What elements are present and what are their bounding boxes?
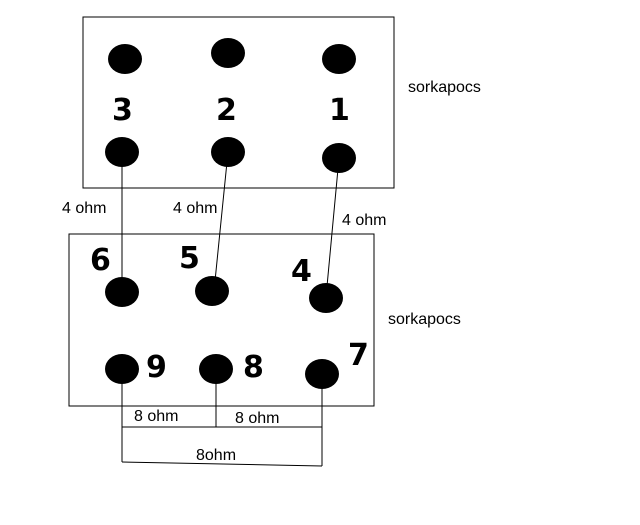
resistor-label-9-7: 8ohm xyxy=(196,447,236,464)
resistor-label-8-7: 8 ohm xyxy=(235,410,279,427)
terminal-3-upper xyxy=(108,44,142,74)
terminal-1-lower xyxy=(322,143,356,173)
terminal-3-lower xyxy=(105,137,139,167)
terminal-6 xyxy=(105,277,139,307)
terminal-number-7: 7 xyxy=(348,338,369,373)
resistor-label-1-4: 4 ohm xyxy=(342,212,386,229)
terminal-number-1: 1 xyxy=(329,93,350,128)
terminal-2-lower xyxy=(211,137,245,167)
resistor-label-3-6: 4 ohm xyxy=(62,200,106,217)
terminal-7 xyxy=(305,359,339,389)
terminal-2-upper xyxy=(211,38,245,68)
terminal-number-6: 6 xyxy=(90,243,111,278)
bottom-terminal-block xyxy=(68,233,375,407)
terminal-number-4: 4 xyxy=(291,254,312,289)
wire-9-to-7 xyxy=(121,461,323,467)
top-terminal-block xyxy=(82,16,395,189)
terminal-number-2: 2 xyxy=(216,93,237,128)
terminal-5 xyxy=(195,276,229,306)
bottom-block-label: sorkapocs xyxy=(388,311,461,328)
wire-2-to-5 xyxy=(213,151,229,292)
terminal-9 xyxy=(105,354,139,384)
terminal-number-9: 9 xyxy=(146,350,167,385)
resistor-label-2-5: 4 ohm xyxy=(173,200,217,217)
terminal-1-upper xyxy=(322,44,356,74)
resistor-label-9-8: 8 ohm xyxy=(134,408,178,425)
terminal-8 xyxy=(199,354,233,384)
terminal-number-8: 8 xyxy=(243,350,264,385)
terminal-4 xyxy=(309,283,343,313)
terminal-number-3: 3 xyxy=(112,93,133,128)
wire-1-to-4 xyxy=(325,157,340,298)
top-block-label: sorkapocs xyxy=(408,79,481,96)
terminal-number-5: 5 xyxy=(179,241,200,276)
